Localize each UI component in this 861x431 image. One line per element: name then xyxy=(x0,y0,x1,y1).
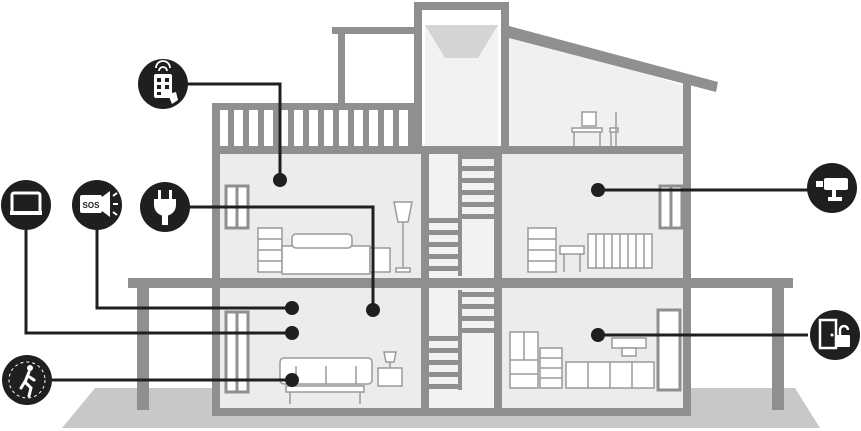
sos-alarm-dot xyxy=(285,301,299,315)
connector-dots xyxy=(273,173,605,387)
security-camera-dot xyxy=(591,183,605,197)
motion-sensor-icon xyxy=(2,355,52,405)
remote-control-dot xyxy=(273,173,287,187)
sos-label: SOS xyxy=(83,201,101,210)
tv-icon xyxy=(1,180,51,230)
furniture xyxy=(257,111,655,404)
sos-alarm-line xyxy=(95,230,292,310)
remote-control-icon xyxy=(138,59,188,109)
connector-lines xyxy=(24,82,808,382)
smart-plug-line xyxy=(182,205,375,310)
tv-line xyxy=(24,230,292,335)
smart-plug-dot xyxy=(366,303,380,317)
door-lock-dot xyxy=(591,328,605,342)
smart-plug-icon xyxy=(140,182,190,232)
stairs xyxy=(429,154,494,390)
security-camera-icon xyxy=(807,163,857,213)
walls xyxy=(128,2,793,416)
door-lock-icon xyxy=(810,310,860,360)
remote-control-line xyxy=(188,82,282,180)
sos-alarm-icon: SOS xyxy=(72,180,122,230)
balcony-railing xyxy=(228,110,414,146)
tv-dot xyxy=(285,326,299,340)
motion-sensor-dot xyxy=(285,373,299,387)
